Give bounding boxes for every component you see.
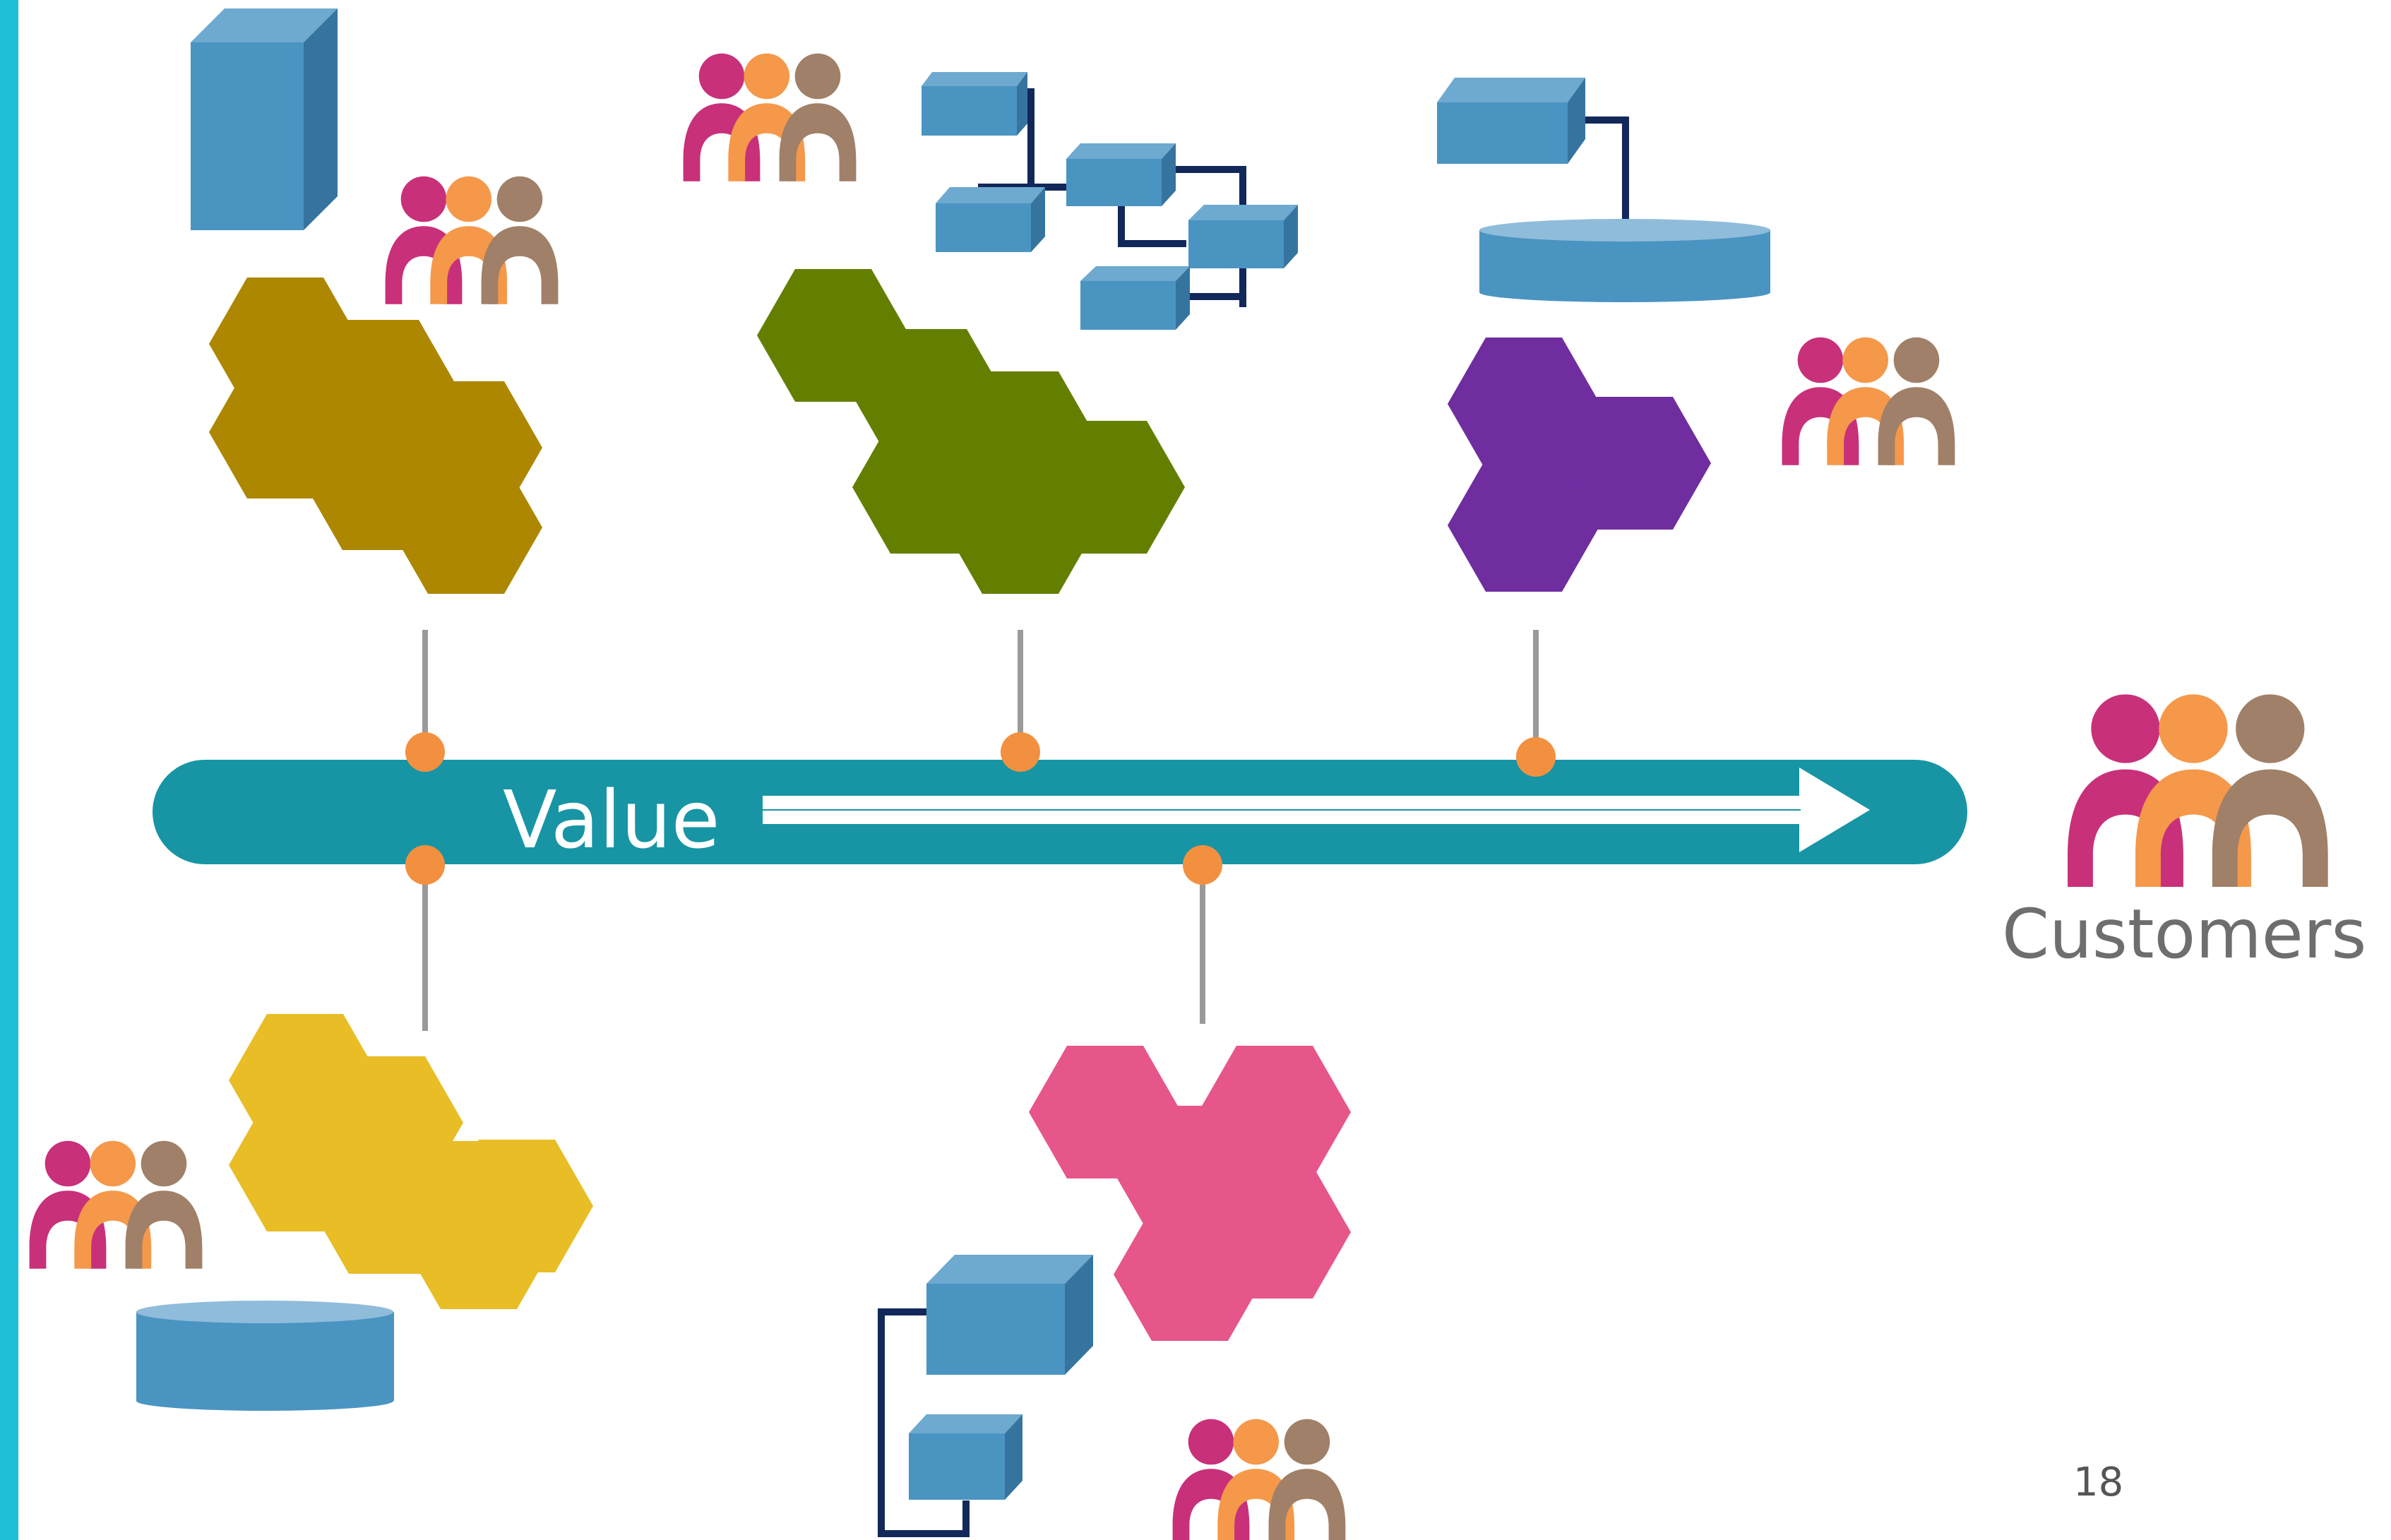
link-line <box>1585 117 1629 225</box>
value-connector-dot <box>1001 732 1040 772</box>
server-box-icon <box>191 8 338 230</box>
server-box-icon <box>909 1414 1022 1500</box>
people-group-icon <box>385 176 559 304</box>
hexagon-cluster-icon <box>209 277 542 594</box>
server-box-icon <box>936 187 1045 252</box>
people-group-icon <box>683 53 857 181</box>
people-group-icon <box>29 1140 203 1269</box>
server-box-icon <box>922 72 1027 136</box>
value-label: Value <box>503 775 720 866</box>
server-box-icon <box>926 1255 1093 1375</box>
customers-label: Customers <box>2002 895 2366 974</box>
server-box-icon <box>1437 78 1585 164</box>
server-box-icon <box>1188 205 1298 268</box>
server-box-icon <box>1066 143 1176 206</box>
hexagon-cluster-icon <box>1448 338 1711 592</box>
people-group-icon <box>1172 1419 1346 1540</box>
value-connector-dot <box>405 845 445 885</box>
database-cylinder-icon <box>136 1301 394 1411</box>
customers-people-icon <box>2068 694 2328 887</box>
database-cylinder-icon <box>1479 219 1770 302</box>
value-connector-dot <box>1183 845 1222 885</box>
hexagon-cluster-icon <box>229 1014 593 1309</box>
link-line <box>878 1308 970 1537</box>
side-accent-bar <box>0 0 18 1540</box>
people-group-icon <box>1782 337 1955 465</box>
value-connector-dot <box>1516 737 1556 777</box>
server-box-icon <box>1080 266 1190 330</box>
value-stream-bar: Value <box>153 630 1967 1031</box>
page-number: 18 <box>2073 1460 2123 1505</box>
value-connector-dot <box>405 732 445 772</box>
